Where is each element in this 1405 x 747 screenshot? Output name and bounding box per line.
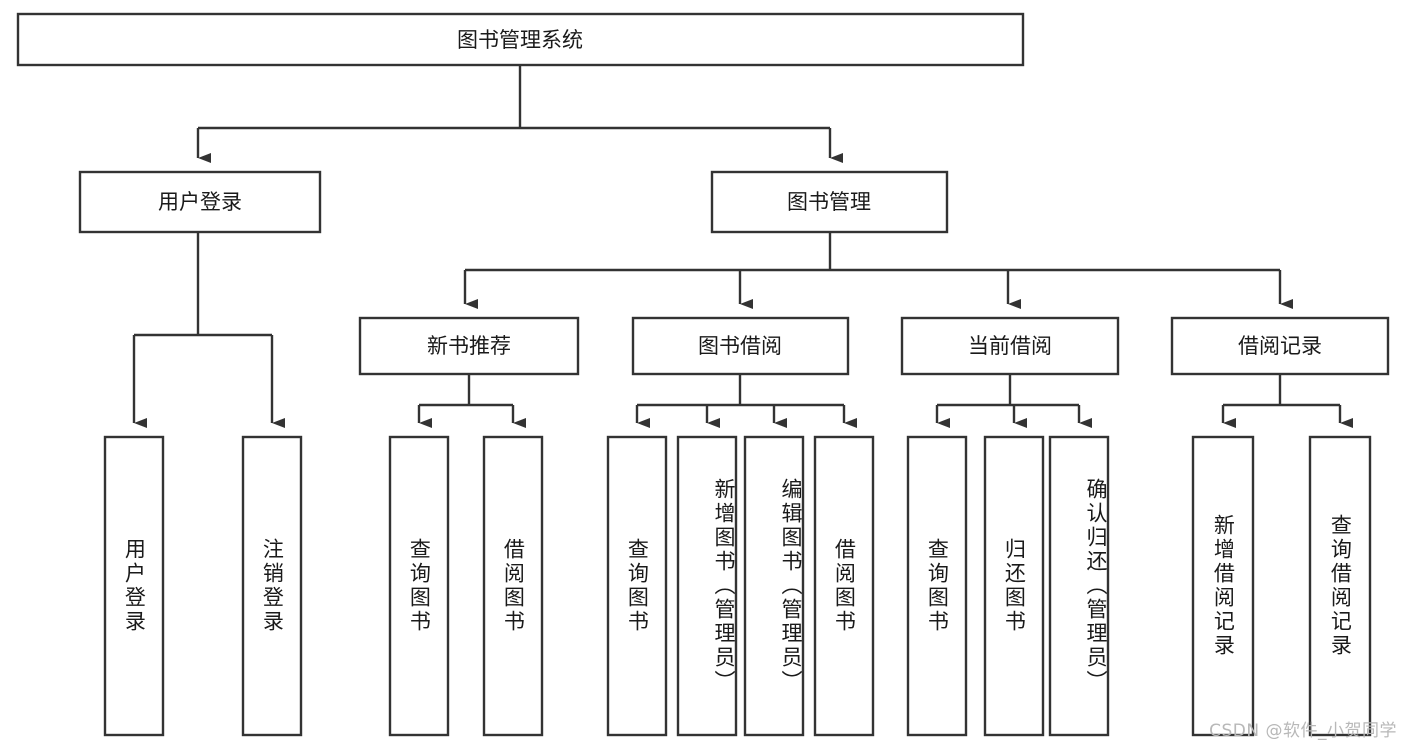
leaf-box-query-borrow-record[interactable] [1308, 435, 1372, 737]
leaf-boxes [103, 435, 1372, 737]
connector-records-to-leaves [1221, 374, 1353, 428]
node-new-book-recommend-label: 新书推荐 [427, 334, 511, 358]
leaf-box-return-book[interactable] [983, 435, 1045, 737]
node-new-book-recommend[interactable]: 新书推荐 [358, 316, 580, 376]
leaf-box-query-book-current[interactable] [906, 435, 968, 737]
leaf-box-borrow-book[interactable] [813, 435, 875, 737]
connector-current-to-leaves [935, 374, 1092, 428]
node-book-management-label: 图书管理 [787, 190, 871, 214]
leaf-box-logout[interactable] [241, 435, 303, 737]
node-book-borrow[interactable]: 图书借阅 [631, 316, 850, 376]
leaf-box-edit-book[interactable] [743, 435, 805, 737]
leaf-box-add-borrow-record[interactable] [1191, 435, 1255, 737]
leaf-box-user-login[interactable] [103, 435, 165, 737]
node-root-label: 图书管理系统 [457, 28, 583, 52]
connector-userlogin-to-leaves [132, 232, 285, 428]
node-book-borrow-label: 图书借阅 [698, 334, 782, 358]
connector-borrow-to-leaves [635, 374, 857, 428]
node-user-login[interactable]: 用户登录 [78, 170, 322, 234]
leaf-box-query-book-recommend[interactable] [388, 435, 450, 737]
connector-root-to-level1 [196, 65, 843, 163]
leaf-box-confirm-return[interactable] [1048, 435, 1110, 737]
connector-recommend-to-leaves [417, 374, 526, 428]
connector-bookmgmt-to-level2 [463, 232, 1293, 309]
node-borrow-records-label: 借阅记录 [1238, 334, 1322, 358]
node-user-login-label: 用户登录 [158, 190, 242, 214]
leaf-box-add-book[interactable] [676, 435, 738, 737]
leaf-box-borrow-book-recommend[interactable] [482, 435, 544, 737]
node-root[interactable]: 图书管理系统 [16, 12, 1025, 67]
node-borrow-records[interactable]: 借阅记录 [1170, 316, 1390, 376]
node-current-borrow-label: 当前借阅 [968, 334, 1052, 358]
node-book-management[interactable]: 图书管理 [710, 170, 949, 234]
leaf-box-query-book-borrow[interactable] [606, 435, 668, 737]
csdn-watermark: CSDN @软件_小贺同学 [1209, 721, 1397, 741]
node-current-borrow[interactable]: 当前借阅 [900, 316, 1120, 376]
